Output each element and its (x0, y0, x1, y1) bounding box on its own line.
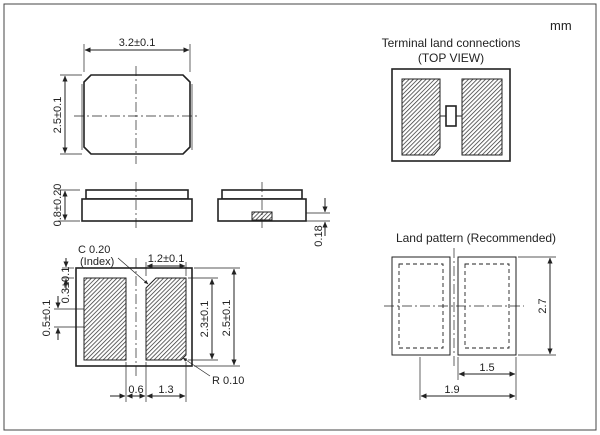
front-view-base (81, 198, 193, 222)
thickness-dimension: 0.8±0.20 (52, 184, 64, 227)
bottom-terminal-right (145, 277, 187, 361)
pad-offset-dimension: 0.5±0.1 (41, 300, 53, 337)
top-view-outline (83, 74, 191, 155)
edge-gap-dimension: 0.3±0.1 (60, 267, 72, 304)
land-pitch-dimension: 1.9 (444, 384, 459, 396)
land-width-dimension: 1.5 (479, 362, 494, 374)
top-view-edges (81, 84, 193, 150)
connection-land-right (461, 78, 503, 156)
terminal-height-dimension: 0.18 (313, 225, 325, 246)
top-view: 3.2±0.1 2.5±0.1 (52, 37, 200, 164)
height-dimension: 2.5±0.1 (52, 97, 64, 134)
side-view: 0.18 (217, 182, 330, 247)
terminal-width-dimension: 1.2±0.1 (148, 253, 185, 265)
crystal-symbol (445, 105, 457, 127)
connection-land-left (401, 78, 441, 156)
terminal-connections-view: Terminal land connections (TOP VIEW) (382, 36, 521, 162)
bottom-terminal-left (83, 277, 127, 361)
front-view-lid (85, 189, 189, 200)
index-note: (Index) (80, 256, 114, 268)
land-height-dimension: 2.7 (537, 298, 549, 313)
top-view-subtitle: (TOP VIEW) (418, 51, 484, 65)
bottom-height-dimension: 2.5±0.1 (221, 300, 233, 337)
chamfer-note: C 0.20 (78, 244, 110, 256)
pad-gap-dimension: 0.6 (128, 384, 143, 396)
radius-note: R 0.10 (212, 375, 244, 387)
width-dimension: 3.2±0.1 (119, 37, 156, 49)
land-pattern-view: Land pattern (Recommended) 2.7 1.5 1.9 (384, 231, 556, 400)
terminal-length-dimension: 2.3±0.1 (199, 301, 211, 338)
unit-label: mm (550, 18, 572, 33)
bottom-view: C 0.20 (Index) 1.2±0.1 0.3±0.1 0.5±0.1 2… (41, 244, 244, 402)
border-frame (3, 3, 597, 431)
pad-span-dimension: 1.3 (158, 384, 173, 396)
terminal-connections-title: Terminal land connections (382, 36, 521, 50)
front-view: 0.8±0.20 (52, 182, 193, 228)
land-pattern-title: Land pattern (Recommended) (396, 231, 556, 245)
